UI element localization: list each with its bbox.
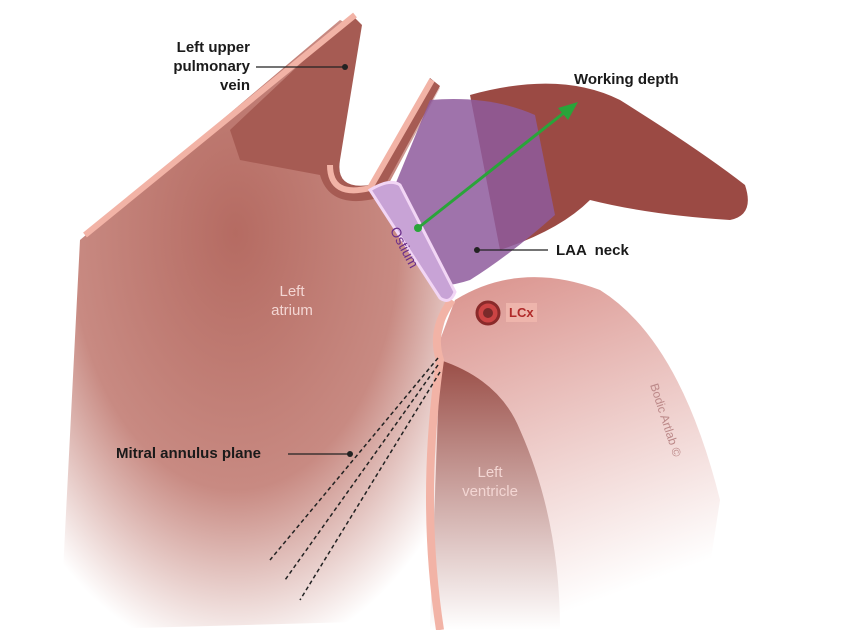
leader-lines (256, 66, 548, 455)
left-ventricle (430, 360, 560, 630)
left-ventricle-label: Left ventricle (450, 463, 530, 501)
label-line: atrium (271, 302, 313, 319)
left-atrium-body (60, 20, 450, 630)
label-line: ventricle (462, 483, 518, 500)
arrow-head-icon (558, 102, 578, 120)
working-depth-arrow (417, 106, 571, 230)
label-line: Left (279, 283, 305, 300)
pulmonary-vein-label: Left upper pulmonary vein (150, 38, 250, 95)
lcx-label: LCx (506, 303, 537, 322)
left-atrium-label: Left atrium (262, 282, 322, 320)
septal-wall (426, 297, 456, 630)
working-depth-label: Working depth (574, 71, 679, 88)
lcx-lumen (483, 308, 493, 318)
label-line: pulmonary vein (173, 58, 250, 94)
arrow-origin-dot (414, 224, 422, 232)
laa-neck-label: LAA neck (556, 242, 629, 259)
label-line: Left upper (176, 39, 250, 56)
laa-neck-band (395, 99, 555, 285)
vein-wall (83, 12, 435, 238)
label-line: Left (477, 464, 503, 481)
mitral-annulus-plane (269, 357, 441, 601)
leader-dots (342, 64, 480, 457)
mitral-annulus-label: Mitral annulus plane (116, 445, 262, 462)
ostium-ring (367, 180, 457, 302)
